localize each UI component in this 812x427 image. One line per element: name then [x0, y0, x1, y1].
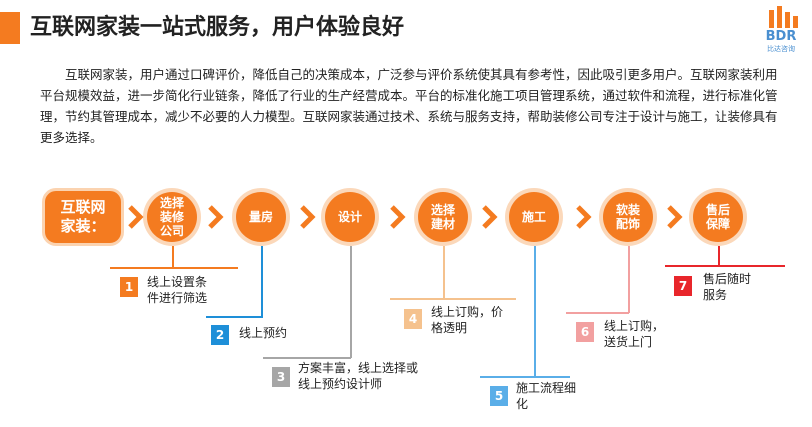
- start-label: 互联网 家装：: [60, 198, 106, 235]
- step-note-1: 线上设置条 件进行筛选: [147, 275, 208, 305]
- step-note-5: 施工流程细 化: [516, 381, 577, 411]
- stage-label: 选择 装修 公司: [159, 196, 184, 238]
- bdr-logo: BDR 比达咨询: [766, 6, 798, 53]
- step-badge-7: 7: [674, 276, 692, 296]
- chevron-right-icon: [667, 205, 683, 229]
- connector-2-vertical: [261, 246, 263, 317]
- step-badge-6: 6: [576, 322, 594, 342]
- connector-7-vertical: [718, 246, 720, 266]
- connector-7-horizontal: [665, 265, 785, 267]
- connector-3-horizontal: [263, 357, 351, 359]
- stage-choose-company: 选择 装修 公司: [147, 192, 197, 242]
- svg-text:比达咨询: 比达咨询: [767, 44, 795, 53]
- title-accent-bar: [0, 12, 20, 44]
- step-note-7: 售后随时 服务: [703, 272, 752, 302]
- connector-1-vertical: [172, 246, 174, 268]
- step-note-2: 线上预约: [239, 326, 288, 340]
- step-badge-2: 2: [211, 325, 229, 345]
- stage-furnishing: 软装 配饰: [603, 192, 653, 242]
- connector-2-horizontal: [206, 316, 263, 318]
- stage-materials: 选择 建材: [418, 192, 468, 242]
- stage-design: 设计: [325, 192, 375, 242]
- step-badge-5: 5: [490, 386, 508, 406]
- chevron-right-icon: [390, 205, 406, 229]
- stage-label: 软装 配饰: [615, 203, 640, 231]
- chevron-right-icon: [128, 205, 144, 229]
- start-label-box: 互联网 家装：: [42, 188, 124, 246]
- stage-construction: 施工: [509, 192, 559, 242]
- stage-measure: 量房: [236, 192, 286, 242]
- step-badge-3: 3: [272, 367, 290, 387]
- stage-label: 设计: [337, 210, 362, 224]
- chevron-right-icon: [482, 205, 498, 229]
- connector-6-vertical: [628, 246, 630, 313]
- connector-5-vertical: [534, 246, 536, 377]
- intro-paragraph: 互联网家装，用户通过口碑评价，降低自己的决策成本，广泛参与评价系统使其具有参考性…: [40, 67, 778, 145]
- step-note-3: 方案丰富，线上选择或 线上预约设计师: [298, 361, 419, 391]
- chevron-right-icon: [208, 205, 224, 229]
- stage-label: 售后 保障: [705, 203, 730, 231]
- connector-4-vertical: [443, 246, 445, 299]
- step-note-4: 线上订购，价 格透明: [431, 305, 504, 335]
- connector-1-horizontal: [110, 267, 238, 269]
- page-title: 互联网家装一站式服务，用户体验良好: [30, 15, 405, 40]
- svg-text:BDR: BDR: [766, 29, 797, 44]
- stage-label: 选择 建材: [430, 203, 455, 231]
- step-badge-4: 4: [404, 309, 422, 329]
- connector-3-vertical: [350, 246, 352, 358]
- stage-label: 施工: [521, 210, 546, 224]
- connector-4-horizontal: [390, 298, 516, 300]
- chevron-right-icon: [576, 205, 592, 229]
- step-badge-1: 1: [120, 277, 138, 297]
- connector-5-horizontal: [480, 376, 570, 378]
- step-note-6: 线上订购， 送货上门: [604, 319, 665, 349]
- chevron-right-icon: [300, 205, 316, 229]
- stage-label: 量房: [248, 210, 273, 224]
- stage-aftersales: 售后 保障: [693, 192, 743, 242]
- connector-6-horizontal: [566, 312, 629, 314]
